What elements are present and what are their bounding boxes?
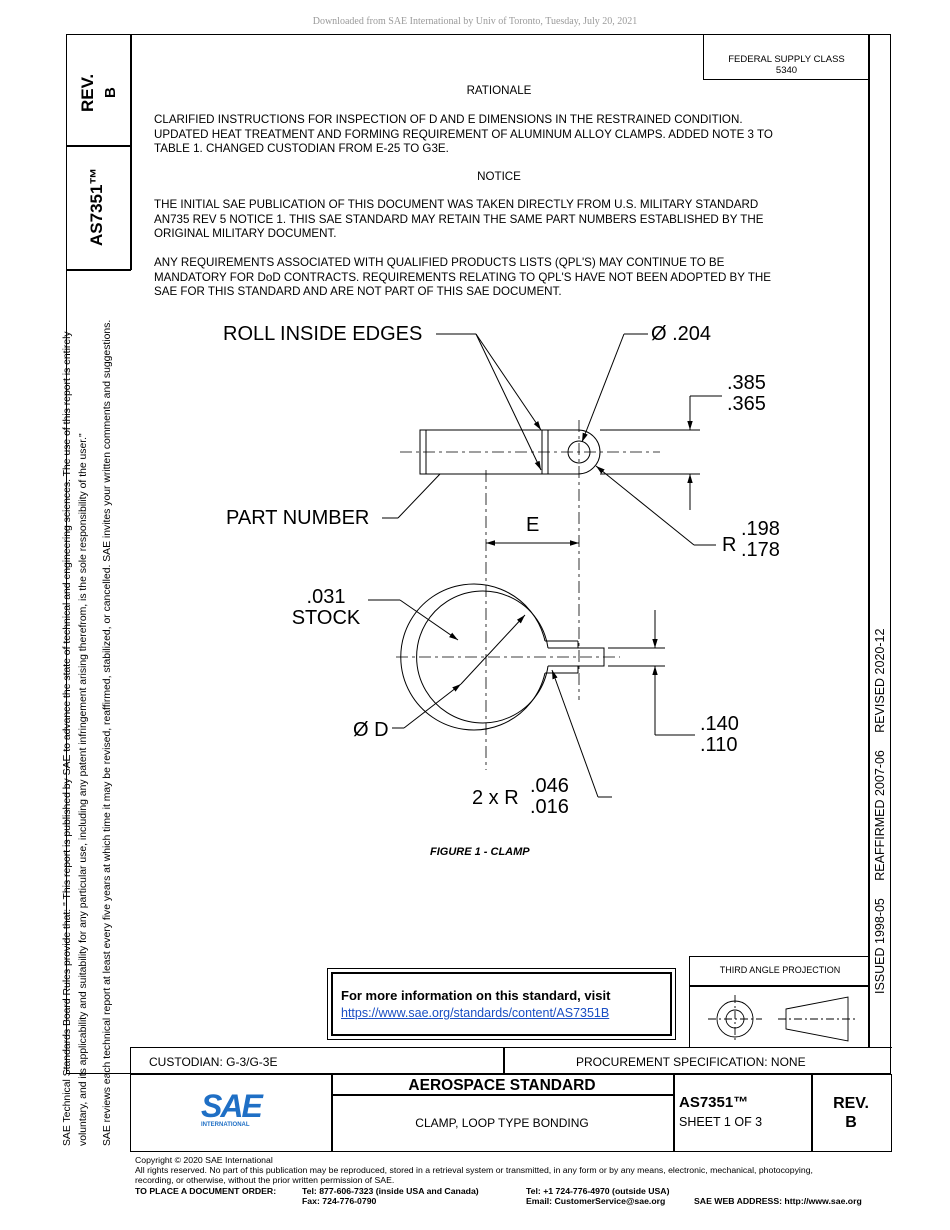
center-lines (396, 420, 660, 770)
title-block: SAE INTERNATIONAL AEROSPACE STANDARD CLA… (130, 1074, 892, 1152)
fax: Fax: 724-776-0790 (302, 1196, 377, 1206)
custodian-row: CUSTODIAN: G-3/G-3E PROCUREMENT SPECIFIC… (130, 1047, 892, 1075)
height-max: .385 (727, 372, 766, 394)
drawing-frame (66, 34, 891, 1074)
stock-label: .031 STOCK (286, 587, 366, 629)
notice-line: THE INITIAL SAE PUBLICATION OF THIS DOCU… (154, 198, 759, 211)
bend-tolerance: .046 .016 (530, 776, 569, 818)
notice-line: AN735 REV 5 NOTICE 1. THIS SAE STANDARD … (154, 212, 764, 226)
projection-symbol (708, 995, 856, 1043)
sidebar-divider (66, 269, 131, 271)
bend-radius-label: 2 x R (472, 787, 519, 809)
r-max: .198 (741, 518, 780, 540)
rationale-line: UPDATED HEAT TREATMENT AND FORMING REQUI… (154, 127, 773, 141)
rationale-line: TABLE 1. CHANGED CUSTODIAN FROM E-25 TO … (154, 142, 449, 155)
hole-leader (581, 333, 648, 443)
sae-logo-sub: INTERNATIONAL (201, 1122, 250, 1128)
figure-caption: FIGURE 1 - CLAMP (430, 846, 530, 858)
order-contacts-usa: Tel: 877-606-7323 (inside USA and Canada… (302, 1186, 479, 1206)
rights-line: All rights reserved. No part of this pub… (135, 1165, 813, 1175)
rationale-heading: RATIONALE (466, 84, 532, 97)
download-note: Downloaded from SAE International by Uni… (312, 16, 638, 27)
rationale-line: CLARIFIED INSTRUCTIONS FOR INSPECTION OF… (154, 113, 743, 126)
sidebar-divider (130, 34, 132, 270)
tel-intl: Tel: +1 724-776-4970 (outside USA) (526, 1186, 670, 1196)
info-box-outer: For more information on this standard, v… (327, 968, 676, 1040)
sheet-number: SHEET 1 OF 3 (679, 1115, 763, 1129)
sidebar-divider (66, 145, 131, 147)
custodian: CUSTODIAN: G-3/G-3E (149, 1055, 278, 1069)
rationale-text: CLARIFIED INSTRUCTIONS FOR INSPECTION OF… (154, 113, 854, 157)
sae-logo: SAE INTERNATIONAL (201, 1088, 263, 1128)
hole-diameter-label: Ø .204 (651, 323, 712, 345)
part-number-label: PART NUMBER (226, 507, 370, 529)
e-label: E (526, 514, 540, 536)
r-label: R (722, 534, 737, 556)
bend-max: .046 (530, 775, 569, 797)
rev-value: B (845, 1114, 857, 1131)
supply-class-box: FEDERAL SUPPLY CLASS 5340 (703, 34, 869, 80)
web-address[interactable]: SAE WEB ADDRESS: http://www.sae.org (694, 1196, 862, 1206)
email[interactable]: Email: CustomerService@sae.org (526, 1196, 666, 1206)
info-text: For more information on this standard, v… (341, 988, 611, 1003)
notice-line: ORIGINAL MILITARY DOCUMENT. (154, 227, 337, 240)
r-min: .178 (741, 539, 780, 561)
notice-line: SAE FOR THIS STANDARD AND ARE NOT PART O… (154, 285, 562, 298)
stock-text: STOCK (291, 607, 361, 629)
copyright: Copyright © 2020 SAE International (135, 1155, 273, 1165)
height-tolerance: .385 .365 (727, 373, 766, 415)
gap-tolerance: .140 .110 (700, 714, 739, 756)
gap-dimension (608, 610, 695, 736)
height-min: .365 (727, 393, 766, 415)
r-tolerance: .198 .178 (741, 519, 780, 561)
clamp-side-view (400, 583, 605, 731)
roll-edges-label: ROLL INSIDE EDGES (223, 323, 423, 345)
order-label: TO PLACE A DOCUMENT ORDER: (135, 1186, 277, 1196)
standard-link[interactable]: https://www.sae.org/standards/content/AS… (341, 1006, 610, 1020)
standard-title: AEROSPACE STANDARD (408, 1077, 596, 1094)
info-box-inner: For more information on this standard, v… (331, 972, 672, 1036)
notice-paragraph-1: THE INITIAL SAE PUBLICATION OF THIS DOCU… (154, 198, 854, 242)
notice-paragraph-2: ANY REQUIREMENTS ASSOCIATED WITH QUALIFI… (154, 256, 854, 300)
doc-number: AS7351™ (679, 1094, 749, 1111)
supply-class-value: 5340 (775, 65, 798, 76)
footer: Copyright © 2020 SAE International All r… (135, 1155, 895, 1185)
rev-label: REV. (833, 1095, 869, 1112)
part-title: CLAMP, LOOP TYPE BONDING (415, 1116, 589, 1130)
gap-min: .110 (700, 734, 738, 756)
height-dimension (600, 395, 722, 510)
bend-min: .016 (530, 796, 569, 818)
projection-box: THIRD ANGLE PROJECTION (689, 956, 870, 1048)
supply-class-label: FEDERAL SUPPLY CLASS (728, 54, 845, 65)
notice-line: MANDATORY FOR DoD CONTRACTS. REQUIREMENT… (154, 270, 772, 284)
right-strip-divider (868, 34, 870, 1048)
rev-block: REV. B (811, 1094, 891, 1132)
d-label: Ø D (353, 719, 389, 741)
gap-max: .140 (700, 713, 739, 735)
projection-label: THIRD ANGLE PROJECTION (719, 965, 841, 975)
roll-edges-leader (436, 333, 542, 471)
stock-value: .031 (306, 586, 346, 608)
rights-line: recording, or otherwise, without the pri… (135, 1175, 395, 1185)
order-contacts-intl: Tel: +1 724-776-4970 (outside USA) Email… (526, 1186, 669, 1206)
procurement-spec: PROCUREMENT SPECIFICATION: NONE (576, 1055, 806, 1069)
notice-heading: NOTICE (477, 170, 521, 183)
tel-usa: Tel: 877-606-7323 (inside USA and Canada… (302, 1186, 479, 1196)
notice-line: ANY REQUIREMENTS ASSOCIATED WITH QUALIFI… (154, 256, 725, 269)
sae-logo-text: SAE (201, 1088, 263, 1124)
